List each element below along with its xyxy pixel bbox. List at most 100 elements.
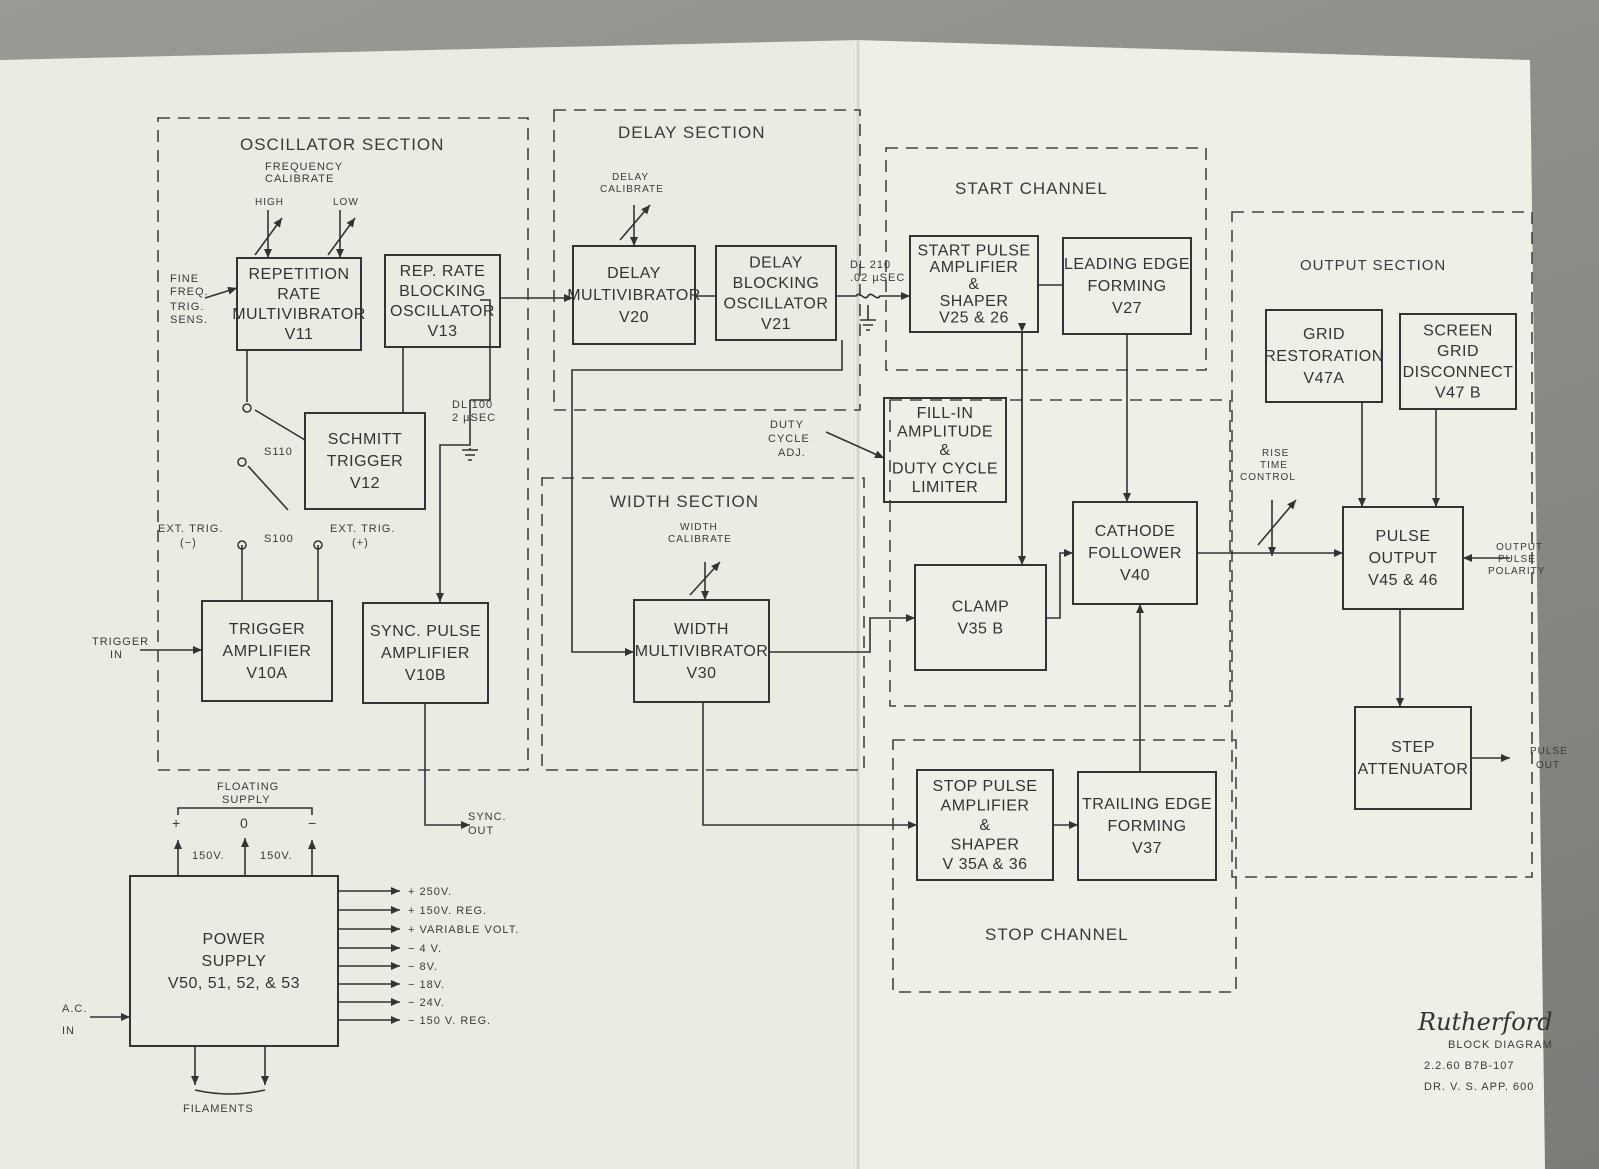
dl100-label-line2: 2 µSEC [452,412,496,424]
block-outline [129,875,339,1047]
delay-calibrate-label-line1: DELAY [612,172,649,183]
start-channel-boundary [885,147,1207,371]
block-label-line: RESTORATION [1264,348,1384,365]
rail-label: − 8V. [408,961,438,973]
block-label-line: TRIGGER [229,621,305,638]
block-label-line: REPETITION [248,266,349,283]
stop-channel-boundary [892,739,1237,993]
output-polarity-label-line3: POLARITY [1488,566,1545,577]
block-label-line: AMPLIFIER [941,797,1030,814]
width-multivibrator-block: WIDTH MULTIVIBRATOR V30 [633,599,770,703]
block-outline [236,257,362,351]
block-label-line: V27 [1112,300,1142,317]
block-label-line: MULTIVIBRATOR [635,643,769,660]
block-outline [1399,313,1517,410]
ext-trig-neg-label-line2: (−) [180,537,197,549]
block-label-line: WIDTH [674,621,729,638]
block-label-line: REP. RATE [400,263,486,280]
rise-time-label-line3: CONTROL [1240,472,1296,483]
trigger-in-label-line1: TRIGGER [92,636,149,648]
output-section-boundary [1231,211,1533,878]
block-label-line: SHAPER [940,293,1009,310]
block-label-line: FILL-IN [917,405,974,422]
block-label-line: CLAMP [952,599,1010,616]
block-label-line: GRID [1437,343,1479,360]
block-label-line: SCREEN [1423,322,1493,339]
150v-left-label: 150V. [192,850,225,862]
block-label-line: SCHMITT [328,431,403,448]
block-label-line: V40 [1120,567,1150,584]
width-section-boundary [541,477,865,771]
block-outline [715,245,837,341]
rise-time-label-line1: RISE [1262,448,1289,459]
floating-supply-label-line1: FLOATING [217,781,279,793]
block-label-line: & [979,817,990,834]
rail-label: + 150V. REG. [408,905,487,917]
block-label-line: V47 B [1435,385,1481,402]
block-label-line: SUPPLY [202,953,267,970]
oscillator-section-boundary [157,117,529,771]
filaments-brace [194,1089,266,1095]
floating-supply-label-line2: SUPPLY [222,794,271,806]
block-label-line: RATE [277,286,320,303]
high-label: HIGH [255,197,284,208]
150v-right-label: 150V. [260,850,293,862]
sync-out-label-line1: SYNC. [468,811,507,823]
block-label-line: OUTPUT [1369,550,1438,567]
width-section-title: WIDTH SECTION [610,492,759,511]
block-label-line: V45 & 46 [1368,572,1438,589]
block-label-line: V 35A & 36 [942,856,1027,873]
block-outline [633,599,770,703]
block-label-line: TRAILING EDGE [1082,796,1212,813]
delay-section-title: DELAY SECTION [618,123,765,142]
dl210-label-line2: .02 µSEC [850,272,905,284]
block-outline [909,235,1039,333]
block-label-line: AMPLIFIER [930,259,1019,276]
block-label-line: SHAPER [951,837,1020,854]
fine-freq-label-line2: FREQ. [170,286,209,298]
block-label-line: V50, 51, 52, & 53 [168,975,300,992]
block-outline [1265,309,1383,403]
title-block-line1: 2.2.60 B7B-107 [1424,1060,1514,1072]
pulse-out-label-line1: PULSE [1530,746,1568,757]
company-signature: Rutherford [1417,1008,1552,1036]
rail-label: − 150 V. REG. [408,1015,491,1027]
title-block-title: BLOCK DIAGRAM [1448,1039,1553,1051]
block-outline [883,397,1007,503]
oscillator-section-title: OSCILLATOR SECTION [240,135,444,154]
rail-label: − 24V. [408,997,445,1009]
block-label-line: GRID [1303,326,1345,343]
output-polarity-label-line2: PULSE [1498,554,1536,565]
block-label-line: BLOCKING [399,283,486,300]
sync-out-label-line2: OUT [468,825,494,837]
block-label-line: & [939,442,950,459]
left-page [0,40,860,1169]
ext-trig-pos-label-line1: EXT. TRIG. [330,523,395,535]
supply-rail-labels: + 250V. + 150V. REG. + VARIABLE VOLT. − … [408,886,518,1027]
low-label: LOW [333,197,359,208]
title-block: Rutherford BLOCK DIAGRAM 2.2.60 B7B-107 … [1417,1008,1553,1093]
fine-freq-label-line1: FINE [170,273,199,285]
s110-label: S110 [264,446,293,458]
block-label-line: PULSE [1376,528,1431,545]
block-label-line: V47A [1303,370,1344,387]
block-label-line: V30 [687,665,717,682]
ext-trig-neg-label-line1: EXT. TRIG. [158,523,223,535]
stop-channel-title: STOP CHANNEL [985,925,1129,944]
plus-terminal-label: + [172,815,181,831]
minus-terminal-label: − [308,815,317,831]
block-label-line: TRIGGER [327,453,403,470]
block-label-line: FORMING [1107,818,1186,835]
block-label-line: V25 & 26 [939,310,1009,327]
title-block-line2: DR. V. S. APP. 600 [1424,1081,1534,1093]
block-label-line: LIMITER [912,479,979,496]
block-label-line: V10A [246,665,287,682]
block-outline [384,254,501,348]
